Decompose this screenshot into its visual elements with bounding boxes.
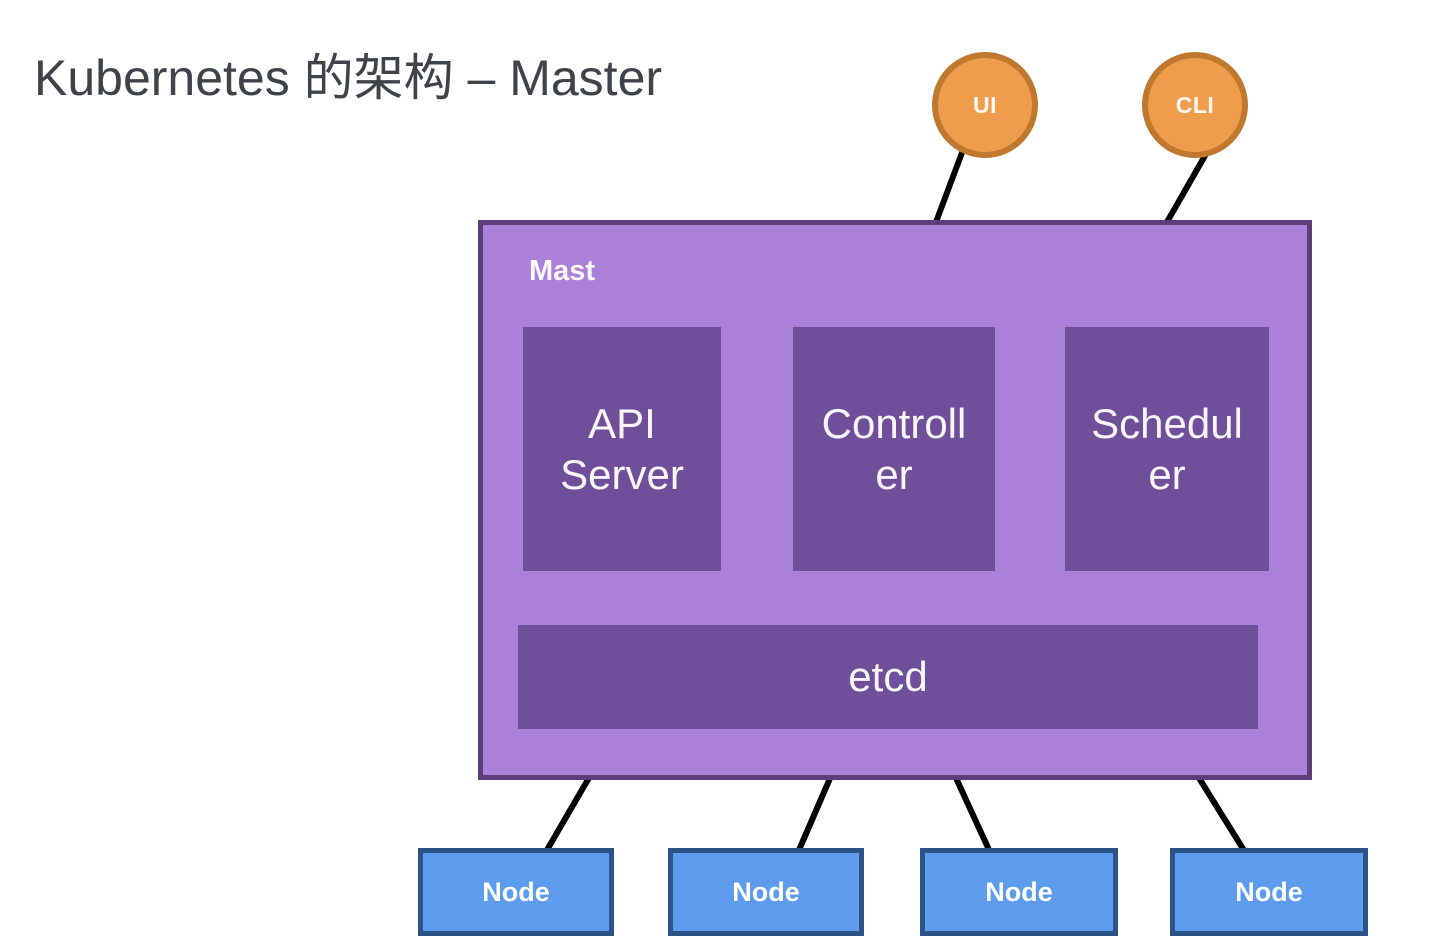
- node-box-4: Node: [1170, 848, 1368, 936]
- edge-master-node2: [796, 773, 834, 853]
- node-box-2: Node: [668, 848, 864, 936]
- client-ui-label: UI: [973, 91, 997, 118]
- component-api-server: API Server: [523, 327, 721, 571]
- etcd-box: etcd: [518, 625, 1258, 729]
- edge-master-node3: [953, 775, 993, 855]
- client-cli-label: CLI: [1175, 91, 1215, 118]
- edge-ui-master: [933, 147, 966, 225]
- node-box-1: Node: [418, 848, 614, 936]
- edge-master-node1: [544, 773, 593, 853]
- node-label-4: Node: [1235, 876, 1303, 907]
- master-box: Mast API Server Controll er Schedul er e…: [478, 220, 1312, 780]
- edge-cli-master: [1164, 151, 1209, 225]
- node-label-3: Node: [985, 876, 1053, 907]
- etcd-label: etcd: [848, 653, 928, 700]
- node-box-3: Node: [920, 848, 1118, 936]
- node-label-1: Node: [482, 876, 550, 907]
- node-label-2: Node: [732, 876, 800, 907]
- component-api-server-line1: API: [588, 399, 656, 447]
- component-scheduler: Schedul er: [1065, 327, 1269, 571]
- component-api-server-line2: Server: [560, 451, 684, 498]
- component-controller-line1: Controll: [821, 399, 967, 447]
- component-scheduler-line2: er: [1148, 451, 1186, 498]
- component-controller: Controll er: [793, 327, 995, 571]
- edge-master-node4: [1196, 775, 1248, 855]
- slide-title: Kubernetes 的架构 – Master: [34, 50, 663, 106]
- component-scheduler-line1: Schedul: [1091, 399, 1243, 447]
- client-cli-circle: CLI: [1142, 52, 1248, 158]
- client-ui-circle: UI: [932, 52, 1038, 158]
- component-controller-line2: er: [875, 451, 913, 498]
- master-label: Mast: [529, 255, 596, 287]
